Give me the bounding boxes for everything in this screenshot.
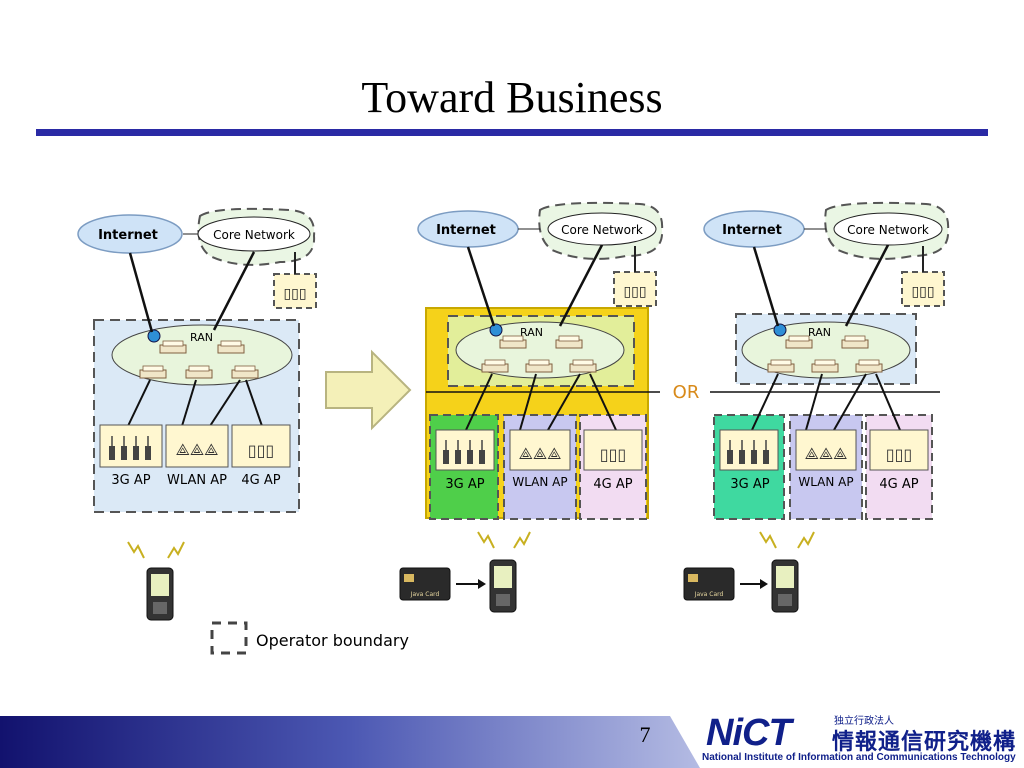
ran-label-2: RAN — [520, 326, 543, 339]
java-card-icon: Java Card — [399, 567, 451, 601]
mobile-phone-icon — [146, 567, 174, 621]
svg-text:▯▯▯: ▯▯▯ — [283, 286, 306, 302]
legend: Operator boundary — [210, 621, 409, 655]
svg-text:⟁⟁⟁: ⟁⟁⟁ — [176, 440, 219, 459]
diagram-single-operator: Core Network Internet ▯▯▯ RAN ⟁⟁⟁ ▯▯▯ 3G… — [77, 207, 317, 621]
transition-arrow-icon — [325, 349, 412, 431]
ran-label: RAN — [190, 331, 213, 344]
page-number: 7 — [639, 722, 651, 747]
signal-waves-icon — [127, 541, 185, 559]
label-4g-ap-2: 4G AP — [593, 477, 632, 492]
label-wlan-ap-3: WLAN AP — [798, 475, 853, 489]
or-label: OR — [673, 382, 700, 403]
internet-label-2: Internet — [436, 223, 496, 238]
label-3g-ap-2: 3G AP — [445, 477, 484, 492]
label-3g-ap: 3G AP — [111, 473, 150, 488]
nict-brand: NiCT — [706, 712, 792, 754]
nict-english: National Institute of Information and Co… — [702, 752, 1016, 763]
ran-label-3: RAN — [808, 326, 831, 339]
svg-text:▯▯▯: ▯▯▯ — [886, 445, 912, 464]
label-3g-ap-3: 3G AP — [730, 477, 769, 492]
svg-text:Java Card: Java Card — [694, 591, 724, 598]
label-wlan-ap: WLAN AP — [167, 473, 227, 488]
footer-bar — [0, 716, 700, 768]
label-4g-ap: 4G AP — [241, 473, 280, 488]
core-network-label: Core Network — [213, 228, 295, 242]
java-card-icon-2: Java Card — [683, 567, 735, 601]
svg-text:▯▯▯: ▯▯▯ — [248, 441, 274, 460]
nict-logo: NiCT 独立行政法人 情報通信研究機構 National Institute … — [700, 710, 1024, 768]
svg-text:Java Card: Java Card — [410, 591, 440, 598]
mobile-phone-icon-3 — [771, 559, 799, 613]
label-wlan-ap-2: WLAN AP — [512, 475, 567, 489]
footer-wedge — [670, 716, 700, 768]
network-diagram: Core Network Internet ▯▯▯ RAN ⟁⟁⟁ ▯▯▯ 3G… — [77, 201, 950, 655]
internet-label-3: Internet — [722, 223, 782, 238]
svg-text:⟁⟁⟁: ⟁⟁⟁ — [519, 444, 562, 463]
nict-jp-small: 独立行政法人 — [834, 716, 894, 727]
core-network-label-3: Core Network — [847, 223, 929, 237]
core-network-label-2: Core Network — [561, 223, 643, 237]
title-divider — [36, 129, 988, 136]
diagram-multi-operator-b: Core Network Internet ▯▯▯ RAN ⟁⟁⟁ ▯▯▯ 3G… — [683, 201, 950, 613]
nict-jp-big: 情報通信研究機構 — [832, 730, 1017, 755]
mobile-phone-icon-2 — [489, 559, 517, 613]
diagram-multi-operator-a: Core Network Internet ▯▯▯ RAN ⟁⟁⟁ ▯▯▯ 3G… — [399, 201, 664, 613]
svg-text:▯▯▯: ▯▯▯ — [623, 284, 646, 300]
svg-text:▯▯▯: ▯▯▯ — [911, 284, 934, 300]
label-4g-ap-3: 4G AP — [879, 477, 918, 492]
internet-label: Internet — [98, 228, 158, 243]
svg-text:⟁⟁⟁: ⟁⟁⟁ — [805, 444, 848, 463]
svg-text:▯▯▯: ▯▯▯ — [600, 445, 626, 464]
slide-title: Toward Business — [361, 73, 663, 122]
legend-label: Operator boundary — [256, 631, 409, 650]
